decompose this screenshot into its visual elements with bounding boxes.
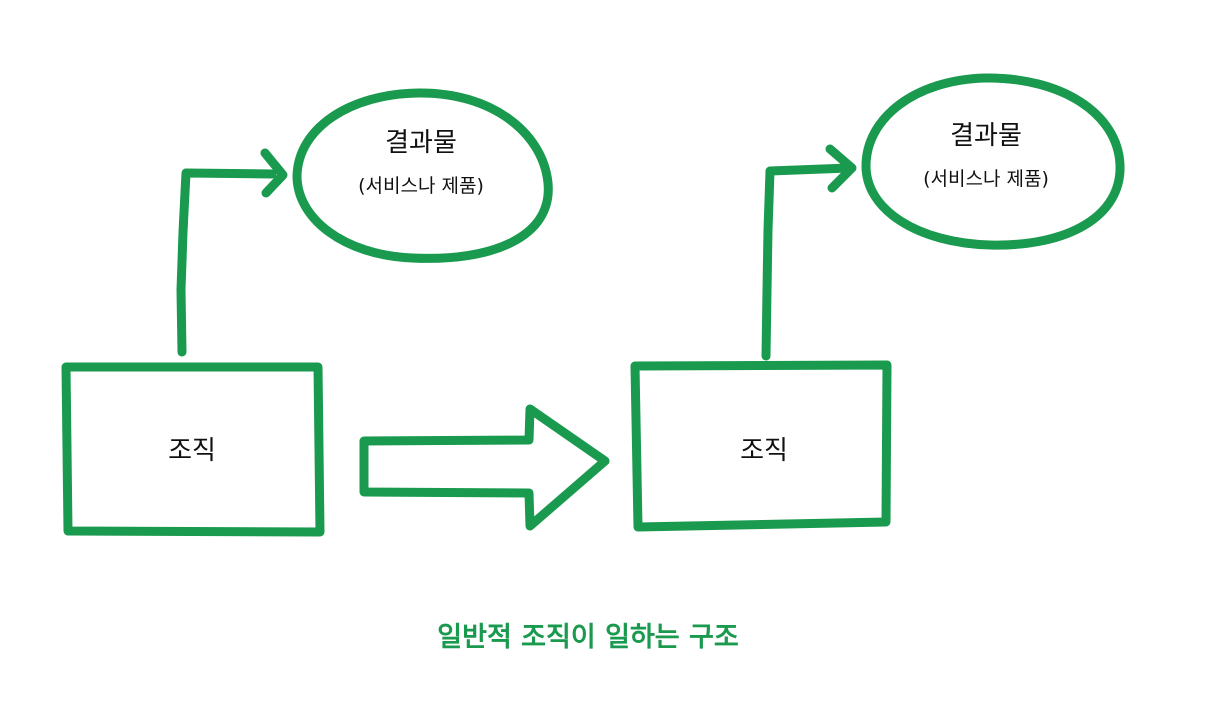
right-result-subtitle: (서비스나 제품) [923, 168, 1049, 190]
right-org-box [630, 360, 892, 532]
left-group: 조직 결과물 (서비스나 제품) [61, 88, 553, 537]
diagram-caption: 일반적 조직이 일하는 구조 [437, 622, 738, 653]
right-connector-arrowhead [825, 144, 857, 193]
right-org-label: 조직 [740, 436, 788, 466]
left-connector-arrow [176, 168, 277, 357]
transition-block-arrow [359, 404, 610, 531]
left-result-title: 결과물 [385, 128, 457, 158]
left-org-box [61, 362, 325, 537]
left-result-ellipse [292, 88, 553, 263]
right-result-title: 결과물 [950, 121, 1022, 151]
left-connector-arrowhead [260, 148, 288, 198]
left-result-subtitle: (서비스나 제품) [358, 175, 484, 197]
right-connector-arrow [761, 163, 854, 361]
right-group: 조직 결과물 (서비스나 제품) [630, 73, 1125, 532]
left-org-label: 조직 [168, 436, 216, 466]
right-result-ellipse [861, 73, 1125, 250]
